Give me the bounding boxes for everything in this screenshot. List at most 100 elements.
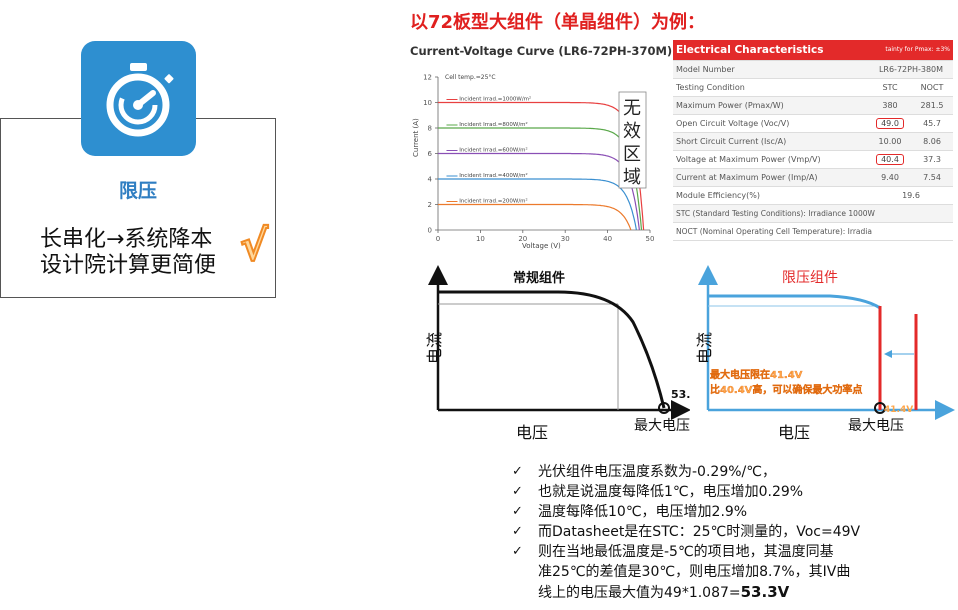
- iv-xlabel: Voltage (V): [522, 242, 561, 250]
- std-max-voltage-label: 最大电压: [634, 418, 690, 434]
- table-row: Testing Condition STC NOCT: [673, 78, 953, 97]
- page-headline: 以72板型大组件（单晶组件）为例：: [410, 12, 706, 33]
- lim-iv-curve: [708, 294, 881, 310]
- standard-module-chart: 常规组件 53.3V 电流 电压 最大电压: [425, 265, 690, 442]
- iv-y-tick-label: 12: [423, 74, 432, 82]
- stopwatch-icon: [81, 41, 196, 156]
- table-row: Module Efficiency(%) 19.6: [673, 186, 953, 205]
- iv-y-tick-label: 2: [428, 201, 432, 209]
- iv-chart: Incident Irrad.=1000W/m² Incident Irrad.=…: [412, 74, 654, 251]
- iv-series-line: [438, 178, 637, 231]
- lim-ylabel: 电流: [695, 332, 714, 364]
- bullet-item: 光伏组件电压温度系数为-0.29%/℃，: [512, 462, 912, 482]
- row-label: Open Circuit Voltage (Voc/V): [673, 114, 869, 133]
- table-header-note: tainty for Pmax: ±3%: [869, 40, 953, 61]
- iv-x-tick-label: 50: [646, 235, 655, 243]
- card-line-2: 设计院计算更简便: [40, 253, 217, 278]
- table-row: NOCT (Nominal Operating Cell Temperature…: [673, 222, 953, 241]
- row-label: NOCT (Nominal Operating Cell Temperature…: [673, 222, 953, 241]
- iv-curves: Incident Irrad.=1000W/m² Incident Irrad.=…: [438, 96, 645, 231]
- invalid-zone-char-3: 区: [623, 144, 641, 165]
- bullet-continuation: 准25℃的差值是30℃，则电压增加8.7%，其IV曲: [538, 564, 851, 580]
- row-value-noct: 281.5: [911, 96, 953, 115]
- bullet-item: 则在当地最低温度是-5℃的项目地，其温度同基: [512, 542, 912, 562]
- iv-y-tick-label: 10: [423, 99, 432, 107]
- table-row: Short Circuit Current (Isc/A) 10.00 8.06: [673, 132, 953, 151]
- lim-note-2: 比40.4V高，可以确保最大功率点: [710, 383, 862, 396]
- lim-voc-label: 41.4V: [884, 405, 913, 415]
- check-mark-icon: √: [238, 220, 270, 271]
- iv-series-line: [438, 101, 645, 231]
- bullet-continuation-text: 线上的电压最大值为49*1.087=: [538, 585, 741, 601]
- invalid-zone-char-1: 无: [623, 98, 641, 119]
- table-row: Current at Maximum Power (Imp/A) 9.40 7.…: [673, 168, 953, 187]
- bullet-item: 也就是说温度每降低1℃，电压增加0.29%: [512, 482, 912, 502]
- row-label: STC (Standard Testing Conditions): Irrad…: [673, 204, 953, 223]
- bullet-item: 温度每降低10℃，电压增加2.9%: [512, 502, 912, 522]
- table-header-title: Electrical Characteristics: [673, 40, 869, 61]
- std-iv-curve: [438, 290, 666, 409]
- table-row: Model Number LR6-72PH-380M: [673, 60, 953, 79]
- table-row: Voltage at Maximum Power (Vmp/V) 40.4 37…: [673, 150, 953, 169]
- lim-note-1: 最大电压限在41.4V: [710, 368, 803, 381]
- iv-series-label: Incident Irrad.=400W/m²: [459, 172, 528, 179]
- lim-xlabel: 电压: [778, 423, 810, 442]
- table-row: Maximum Power (Pmax/W) 380 281.5: [673, 96, 953, 115]
- iv-ylabel: Current (A): [412, 118, 420, 157]
- row-value-noct: 37.3: [911, 150, 953, 169]
- iv-x-tick-label: 0: [436, 235, 440, 243]
- electrical-characteristics-table: Electrical Characteristics tainty for Pm…: [673, 40, 953, 241]
- iv-series-line: [438, 127, 643, 231]
- bullet-continuation: 线上的电压最大值为49*1.087=53.3V: [512, 582, 912, 603]
- iv-series-line: [438, 152, 640, 231]
- std-xlabel: 电压: [516, 423, 548, 442]
- table-row: Open Circuit Voltage (Voc/V) 49.0 45.7: [673, 114, 953, 133]
- row-value-noct: 8.06: [911, 132, 953, 151]
- invalid-zone-char-4: 域: [623, 167, 641, 188]
- iv-series-label: Incident Irrad.=1000W/m²: [459, 96, 531, 103]
- row-value-stc: 380: [869, 96, 911, 115]
- iv-series-line: [438, 203, 632, 231]
- invalid-zone-char-2: 效: [623, 121, 641, 142]
- table-row: STC (Standard Testing Conditions): Irrad…: [673, 204, 953, 223]
- voc-highlight: 49.0: [876, 117, 904, 129]
- lim-title: 限压组件: [782, 270, 838, 286]
- iv-y-tick-label: 0: [428, 227, 432, 235]
- iv-y-tick-label: 4: [428, 176, 433, 184]
- row-label: Current at Maximum Power (Imp/A): [673, 168, 869, 187]
- row-value-stc: 9.40: [869, 168, 911, 187]
- iv-series-label: Incident Irrad.=200W/m²: [459, 198, 528, 205]
- iv-y-tick-label: 6: [428, 150, 433, 158]
- row-value-stc: 19.6: [869, 186, 953, 205]
- invalid-zone-box: [618, 91, 647, 189]
- cell-temp-label: Cell temp.=25°C: [445, 74, 496, 81]
- iv-ticks: 0 2 4 6 8 10 12 0 10 20 30 40 50: [423, 74, 654, 244]
- row-value-stc: STC: [869, 78, 911, 97]
- table-header-row: Electrical Characteristics tainty for Pm…: [673, 40, 953, 61]
- card-line-1: 长串化→系统降本: [40, 227, 213, 252]
- iv-x-tick-label: 30: [561, 235, 570, 243]
- std-voc-label: 53.3V: [671, 388, 690, 401]
- bullet-result-value: 53.3V: [740, 583, 790, 601]
- row-label: Short Circuit Current (Isc/A): [673, 132, 869, 151]
- row-value-noct: NOCT: [911, 78, 953, 97]
- row-label: Maximum Power (Pmax/W): [673, 96, 869, 115]
- iv-x-tick-label: 20: [518, 235, 527, 243]
- row-label: Testing Condition: [673, 78, 869, 97]
- iv-x-tick-label: 10: [476, 235, 485, 243]
- row-label: Module Efficiency(%): [673, 186, 869, 205]
- vmp-highlight: 40.4: [876, 153, 904, 165]
- std-ylabel: 电流: [425, 332, 444, 364]
- std-title: 常规组件: [513, 270, 565, 286]
- row-value-stc: LR6-72PH-380M: [869, 60, 953, 79]
- check-glyph: √: [240, 222, 269, 266]
- std-voc-marker: [658, 402, 670, 414]
- iv-x-tick-label: 40: [603, 235, 612, 243]
- row-value-noct: 7.54: [911, 168, 953, 187]
- row-value-noct: 45.7: [911, 114, 953, 133]
- iv-y-tick-label: 8: [428, 125, 432, 133]
- bullet-list: 光伏组件电压温度系数为-0.29%/℃， 也就是说温度每降低1℃，电压增加0.2…: [512, 462, 912, 603]
- limited-module-chart: 限压组件 最大电压限在41.4V 比40.4V高，可以确保最大功率点 41.4V…: [695, 265, 955, 442]
- bullet-item: 而Datasheet是在STC：25℃时测量的，Voc=49V: [512, 522, 912, 542]
- card-title: 限压: [118, 180, 157, 202]
